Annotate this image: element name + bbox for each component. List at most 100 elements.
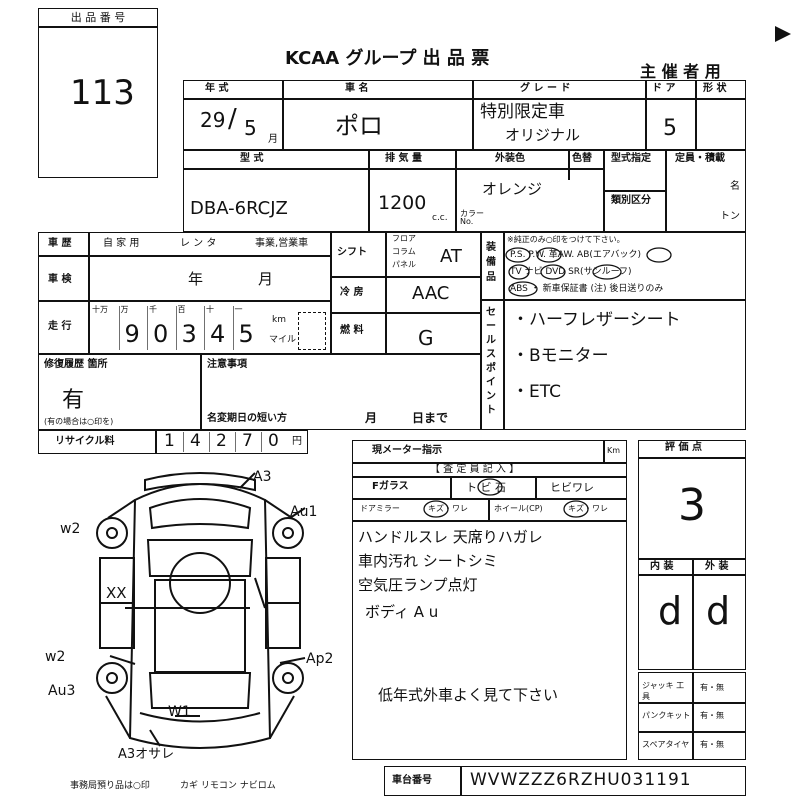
recycle-digit: 7 [242, 431, 253, 451]
interior-label: 内 装 [650, 561, 674, 572]
damage-ap2: Ap2 [306, 651, 334, 667]
inspection-year-unit: 年 [188, 270, 204, 288]
equipment-table [481, 232, 746, 300]
ac-value: AAC [412, 283, 450, 304]
damage-a3-bottom: A3オサレ [118, 747, 175, 762]
grade-line1: 特別限定車 [480, 102, 565, 122]
mileage-place-label: 万 [120, 305, 129, 314]
chassis-number: WVWZZZ6RZHU031191 [470, 770, 692, 790]
vehicle-info-table [183, 80, 746, 150]
month-value: 5 [244, 116, 257, 140]
history-rental: レ ン タ [180, 238, 217, 249]
damage-w2-lower: w2 [45, 649, 66, 665]
color-no-label: カラー No. [460, 209, 484, 226]
recycle-digit: 2 [216, 431, 227, 451]
repair-value: 有 [62, 388, 85, 413]
mileage-separator [175, 306, 177, 350]
damage-xx: XX [106, 584, 127, 602]
mileage-digit: 3 [181, 320, 197, 348]
body-label: 形 状 [703, 83, 727, 94]
exterior-value: d [706, 589, 731, 633]
mileage-separator [204, 306, 205, 350]
mileage-place-label: 十 [206, 305, 214, 314]
history-business: 事業,営業車 [255, 238, 309, 249]
repair-note: (有の場合は○印を) [44, 417, 114, 426]
mileage-checkbox[interactable] [298, 312, 326, 350]
recycle-separator [261, 432, 262, 452]
mileage-unit-km: km [272, 315, 286, 325]
capacity-label: 定員・積載 [675, 153, 725, 164]
jack-opt: 有・無 [700, 683, 724, 692]
chassis-table [384, 766, 746, 796]
name-change-month: 月 [365, 411, 378, 425]
meter-label: 現メーター指示 [372, 445, 442, 456]
car-diagram [96, 472, 306, 749]
meter-unit: Km [607, 446, 621, 455]
sales-point-table [481, 300, 746, 430]
recycle-digit: 1 [164, 431, 175, 451]
header-title: KCAA グループ 出 品 票 [285, 48, 490, 69]
recycle-separator [183, 432, 184, 452]
mileage-label: 走 行 [48, 321, 72, 332]
inspector-note-5: 低年式外車よく見て下さい [378, 686, 559, 704]
car-name: ポロ [335, 112, 383, 140]
damage-au1: Au1 [290, 504, 318, 520]
history-label: 車 歴 [48, 238, 72, 249]
sales-point-item-3: ・ETC [512, 382, 561, 402]
equipment-note: ※純正のみ○印をつけて下さい。 [507, 235, 625, 244]
caution-label: 注意事項 [207, 359, 247, 370]
name-label: 車 名 [345, 83, 369, 94]
name-change-label: 名変期日の短い方 [207, 413, 287, 424]
mileage-separator [147, 306, 148, 350]
equipment-row3: ABS ・ 新車保証書 (注) 後日送りのみ [510, 284, 664, 294]
mileage-separator [232, 306, 234, 350]
office-label: 事務局預り品は○印 [70, 781, 150, 791]
color-change-label: 色替 [572, 153, 592, 164]
sales-point-item-2: ・Bモニター [512, 346, 609, 366]
history-own: 自 家 用 [103, 238, 140, 249]
month-unit: 月 [268, 134, 278, 145]
name-change-day: 日まで [412, 411, 449, 425]
puncture-opt: 有・無 [700, 711, 724, 720]
recycle-label: リサイクル料 [55, 436, 115, 447]
inspector-note-3: 空気圧ランプ点灯 [358, 576, 478, 594]
mileage-place-label: 一 [234, 305, 243, 314]
exterior-label: 外 装 [705, 561, 729, 572]
mileage-digit: 4 [210, 320, 226, 348]
score-label: 評 価 点 [665, 442, 702, 453]
type-label: 型式指定 [611, 153, 651, 164]
shift-label: シフト [337, 247, 367, 258]
cc-unit: c.c. [432, 213, 448, 223]
jack-label: ジャッキ 工 具 [642, 681, 685, 701]
model-label: 型 式 [240, 153, 264, 164]
mileage-digit: 5 [238, 320, 254, 348]
cc-label: 排 気 量 [385, 153, 422, 164]
inspector-note-2: 車内汚れ シートシミ [358, 552, 498, 570]
mileage-unit-mile: マイル [269, 335, 297, 345]
organizer-label: 主 催 者 用 [640, 62, 721, 81]
model-table [183, 150, 746, 232]
year-value: 29 [200, 108, 226, 132]
wheel-label: ホイール(CP) [494, 504, 543, 513]
chassis-label: 車台番号 [392, 775, 432, 786]
shift-ac-fuel-table [331, 232, 481, 354]
doors-label: ド ア [652, 83, 676, 94]
mileage-place-label: 十万 [92, 305, 108, 314]
equipment-row2: TV ナビ DVD SR(サンルーフ) [510, 267, 632, 277]
lot-number-label: 出 品 番 号 [70, 11, 126, 24]
history-table [38, 232, 331, 354]
ac-label: 冷 房 [340, 287, 364, 298]
fuel-value: G [418, 326, 434, 350]
equipment-circle-marks [505, 247, 672, 297]
glass-label: Fガラス [372, 481, 409, 492]
inspector-note-1: ハンドルスレ 天席りハガレ [358, 528, 543, 546]
recycle-unit: 円 [292, 436, 302, 447]
color-value: オレンジ [482, 180, 543, 198]
damage-w2-left: w2 [60, 521, 81, 537]
recycle-table [38, 430, 308, 454]
recycle-digit: 0 [268, 431, 279, 451]
damage-au3: Au3 [48, 683, 76, 699]
grade-line2: オリジナル [505, 126, 581, 144]
mirror-label: ドアミラー [360, 504, 400, 513]
spare-opt: 有・無 [700, 740, 724, 749]
